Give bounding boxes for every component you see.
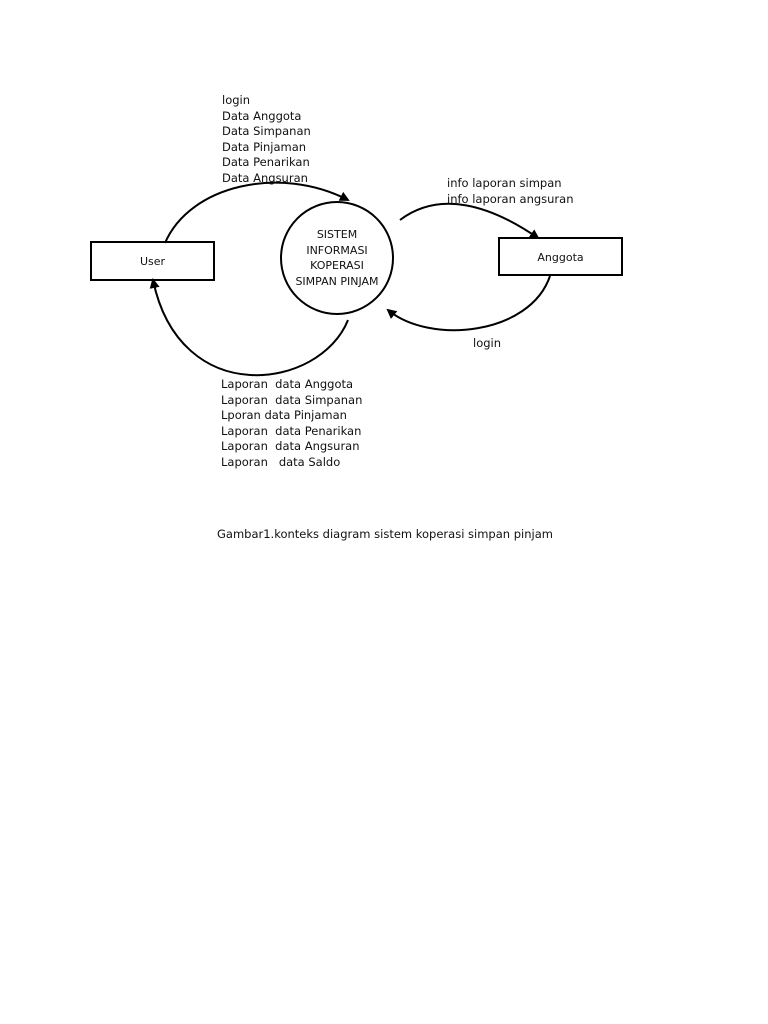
flow-item: Data Simpanan [222,124,311,139]
process-label: SISTEM INFORMASI KOPERASI SIMPAN PINJAM [281,227,393,289]
flow-item: Data Angsuran [222,170,308,185]
process-circle [280,201,394,315]
anggota-entity-box [498,237,623,276]
anggota-entity-label: Anggota [537,251,584,264]
user-entity-label: User [139,255,166,268]
flow-item: Lporan data Pinjaman [221,408,347,423]
user-entity-box [90,241,215,281]
process-line: SIMPAN PINJAM [295,274,379,288]
flow-item: Data Penarikan [222,155,310,170]
flow-item: Laporan data Anggota [221,377,354,391]
flow-item: Data Pinjaman [222,139,307,154]
flow-item: Laporan data Simpanan [221,392,363,407]
flow-item: info laporan angsuran [447,191,574,206]
flow-arrow-system-to-user [149,278,349,377]
flow-arrow-anggota-to-system [386,275,551,332]
flow-item: Laporan data Angsuran [221,439,360,454]
flow-item: Laporan data Penarikan [221,423,362,438]
flow-arrow-system-to-anggota [399,202,540,240]
flow-item: info laporan simpan [447,176,562,190]
flow-item: Data Anggota [222,108,302,123]
flow-arrow-user-to-system [164,181,350,244]
flow-item: login [222,93,251,107]
flow-label-anggota-to-system: login [473,336,501,352]
flow-item: login [473,336,502,350]
process-line: KOPERASI [310,259,364,272]
figure-caption: Gambar1.konteks diagram sistem koperasi … [217,527,553,541]
process-line: SISTEM [316,228,358,241]
process-line: INFORMASI [306,243,368,257]
flow-item: Laporan data Saldo [221,454,341,469]
